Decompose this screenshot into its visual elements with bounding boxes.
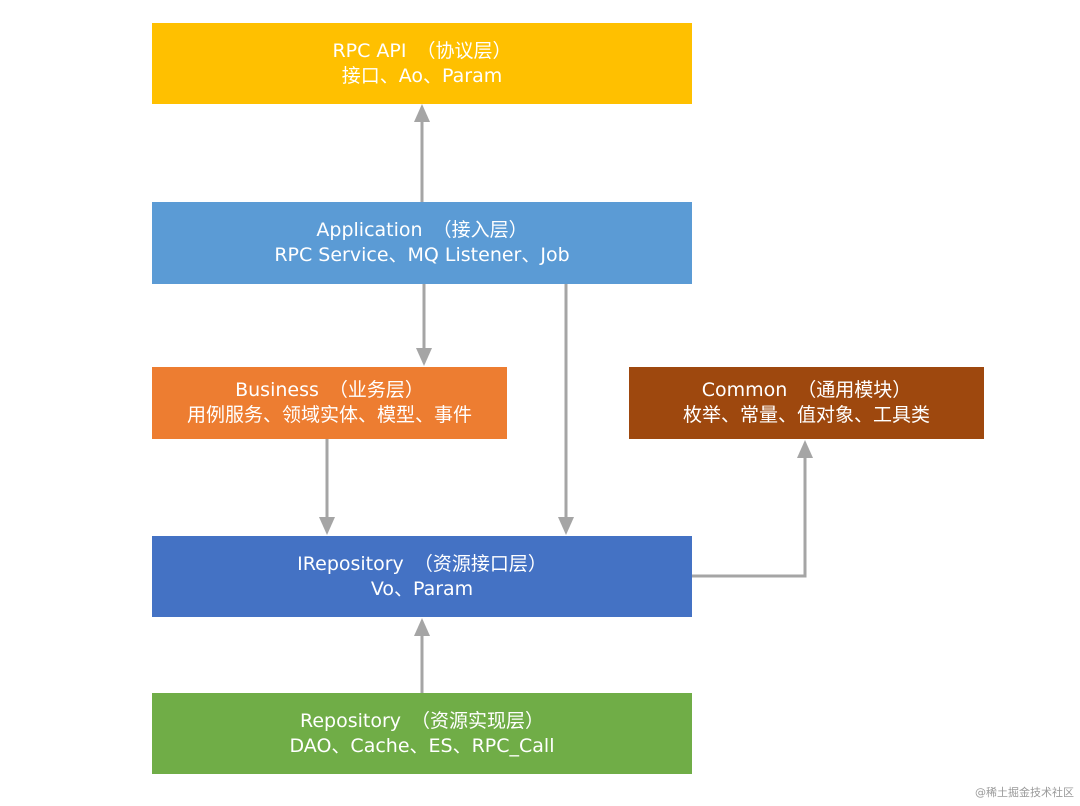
repository-name: Repository bbox=[299, 709, 401, 732]
arrowhead-business-to-irepository bbox=[319, 517, 335, 535]
common-module-box: Common （通用模块） 枚举、常量、值对象、工具类 bbox=[629, 367, 984, 439]
application-title: Application （接入层） bbox=[316, 218, 527, 243]
rpc-api-title: RPC API （协议层） bbox=[332, 39, 511, 64]
arrowhead-irepository-to-common bbox=[797, 440, 813, 458]
application-layer-label: （接入层） bbox=[432, 219, 528, 241]
repository-title: Repository （资源实现层） bbox=[300, 709, 544, 734]
rpc-api-layer-label: （协议层） bbox=[416, 39, 512, 62]
repository-layer-box: Repository （资源实现层） DAO、Cache、ES、RPC_Call bbox=[152, 693, 692, 774]
common-name: Common bbox=[701, 379, 788, 401]
repository-layer-label: （资源实现层） bbox=[411, 709, 545, 732]
business-detail: 用例服务、领域实体、模型、事件 bbox=[186, 404, 472, 426]
arrowhead-repository-to-irepository bbox=[414, 618, 430, 636]
irepository-name: IRepository bbox=[297, 552, 404, 575]
irepository-layer-box: IRepository （资源接口层） Vo、Param bbox=[152, 536, 692, 617]
business-title: Business （业务层） bbox=[235, 378, 424, 403]
common-title: Common （通用模块） bbox=[702, 378, 912, 403]
common-layer-label: （通用模块） bbox=[797, 379, 912, 401]
business-name: Business bbox=[235, 379, 319, 401]
rpc-api-name: RPC API bbox=[332, 39, 407, 62]
arrowhead-application-to-irepository bbox=[558, 517, 574, 535]
arrowhead-application-to-business bbox=[416, 348, 432, 366]
irepository-layer-label: （资源接口层） bbox=[413, 552, 547, 575]
application-detail: RPC Service、MQ Listener、Job bbox=[274, 244, 570, 266]
repository-detail: DAO、Cache、ES、RPC_Call bbox=[289, 734, 555, 757]
application-layer-box: Application （接入层） RPC Service、MQ Listener… bbox=[152, 202, 692, 284]
irepository-title: IRepository （资源接口层） bbox=[297, 552, 547, 577]
business-layer-box: Business （业务层） 用例服务、领域实体、模型、事件 bbox=[152, 367, 507, 439]
common-detail: 枚举、常量、值对象、工具类 bbox=[682, 404, 930, 426]
rpc-api-detail: 接口、Ao、Param bbox=[341, 64, 503, 87]
application-name: Application bbox=[316, 219, 423, 241]
arrowhead-application-to-rpc-api bbox=[414, 104, 430, 122]
rpc-api-layer-box: RPC API （协议层） 接口、Ao、Param bbox=[152, 23, 692, 104]
arrow-irepository-to-common bbox=[692, 456, 807, 578]
irepository-detail: Vo、Param bbox=[370, 577, 474, 600]
watermark: @稀土掘金技术社区 bbox=[975, 786, 1074, 799]
business-layer-label: （业务层） bbox=[328, 379, 424, 401]
